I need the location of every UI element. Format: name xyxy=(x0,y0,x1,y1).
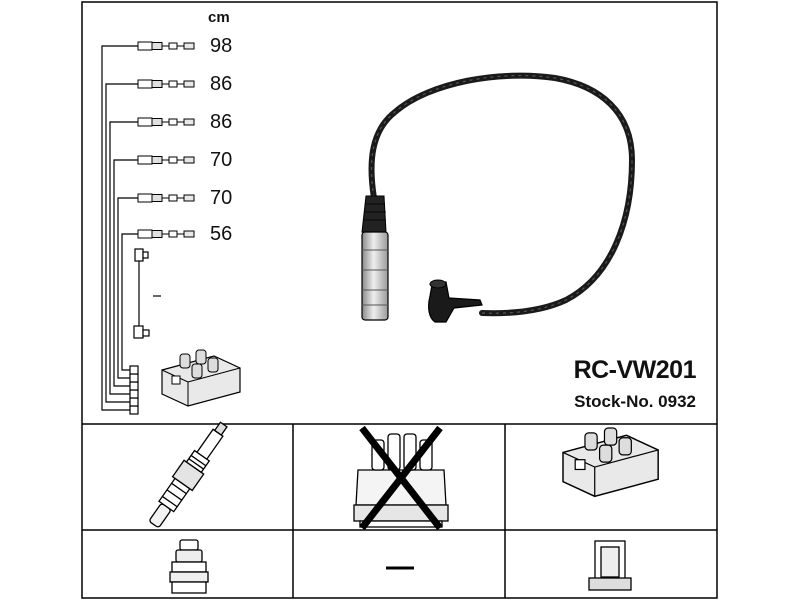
distributor-cap-crossed-icon xyxy=(353,425,449,531)
cable-length-3: 86 xyxy=(210,111,233,133)
stock-number: Stock-No. 0932 xyxy=(574,392,696,411)
unit-label: cm xyxy=(208,9,230,26)
sheet-border xyxy=(81,1,718,599)
spark-plug-connector-icon xyxy=(169,539,209,594)
wire-ends xyxy=(137,41,195,239)
ignition-lead-illustration xyxy=(361,72,636,323)
cable-length-4: 70 xyxy=(210,149,233,171)
cable-length-1: 98 xyxy=(210,35,233,57)
spark-plug-icon xyxy=(149,421,228,528)
coil-connector-icon xyxy=(588,540,632,591)
cable-length-5: 70 xyxy=(210,187,233,209)
wire-set-schematic xyxy=(101,41,195,415)
ignition-coil-icon xyxy=(562,427,659,498)
product-code: RC-VW201 xyxy=(573,356,697,384)
short-lead xyxy=(133,248,161,339)
mini-coil-pack-icon xyxy=(161,349,241,407)
cable-length-6: 56 xyxy=(210,223,233,245)
cable-length-2: 86 xyxy=(210,73,233,95)
